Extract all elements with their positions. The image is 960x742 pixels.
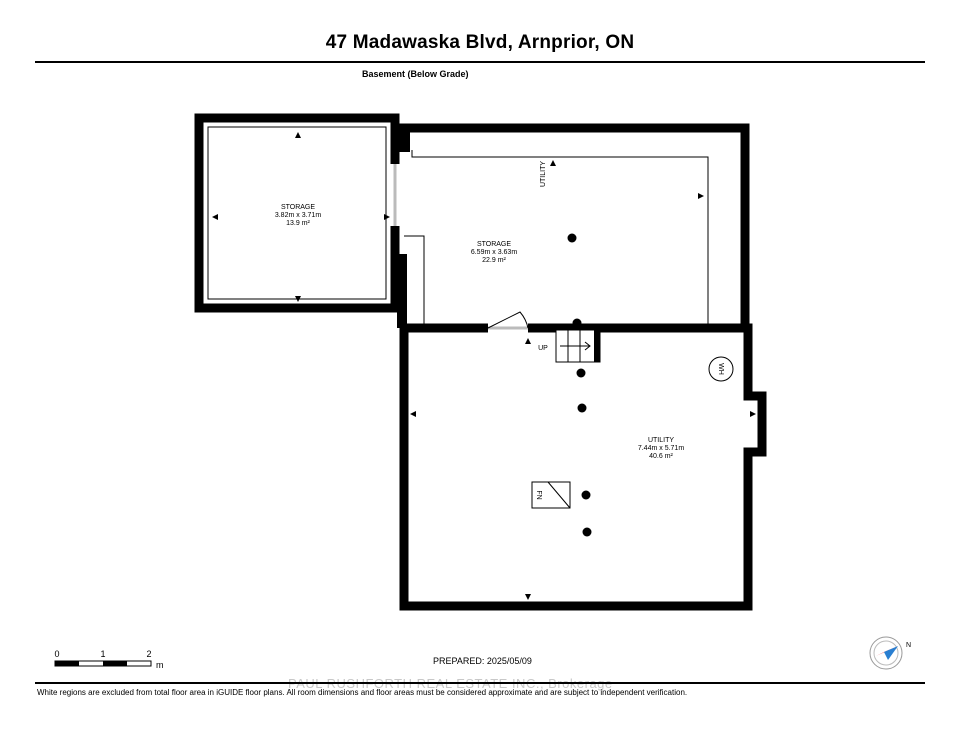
storage-left-area: 13.9 m²	[286, 220, 310, 227]
utility-dimensions: 7.44m x 5.71m	[638, 445, 684, 452]
scale-bar: 0 1 2 m	[54, 649, 163, 670]
scale-tick-0: 0	[54, 649, 59, 659]
compass-north-label: N	[906, 642, 911, 649]
storage-room-middle	[394, 123, 750, 333]
header-rule	[35, 61, 925, 63]
stairs-up-label: UP	[538, 345, 548, 352]
furnace	[531, 481, 571, 509]
support-posts	[567, 233, 592, 537]
storage-middle-dimensions: 6.59m x 3.63m	[471, 249, 517, 256]
storage-middle-area: 22.9 m²	[482, 257, 506, 264]
compass-icon: N	[869, 636, 911, 670]
storage-left-name: STORAGE	[281, 204, 315, 211]
footer-disclaimer: White regions are excluded from total fl…	[37, 688, 688, 697]
dimension-arrows	[212, 132, 756, 600]
water-heater	[708, 356, 734, 382]
storage-room-left	[194, 113, 401, 313]
prepared-date: PREPARED: 2025/05/09	[433, 656, 532, 666]
level-label: Basement (Below Grade)	[362, 69, 469, 79]
furnace-label: FN	[535, 490, 542, 499]
footer-rule	[35, 682, 925, 684]
utility-name: UTILITY	[648, 437, 674, 444]
utility-rotated-label: UTILITY	[540, 161, 547, 187]
scale-unit: m	[156, 660, 164, 670]
utility-room	[399, 311, 767, 611]
water-heater-label: WH	[717, 363, 724, 375]
storage-left-dimensions: 3.82m x 3.71m	[275, 212, 321, 219]
scale-tick-1: 1	[100, 649, 105, 659]
scale-tick-2: 2	[146, 649, 151, 659]
page-title: 47 Madawaska Blvd, Arnprior, ON	[325, 32, 635, 53]
utility-area: 40.6 m²	[649, 453, 673, 460]
storage-middle-name: STORAGE	[477, 241, 511, 248]
